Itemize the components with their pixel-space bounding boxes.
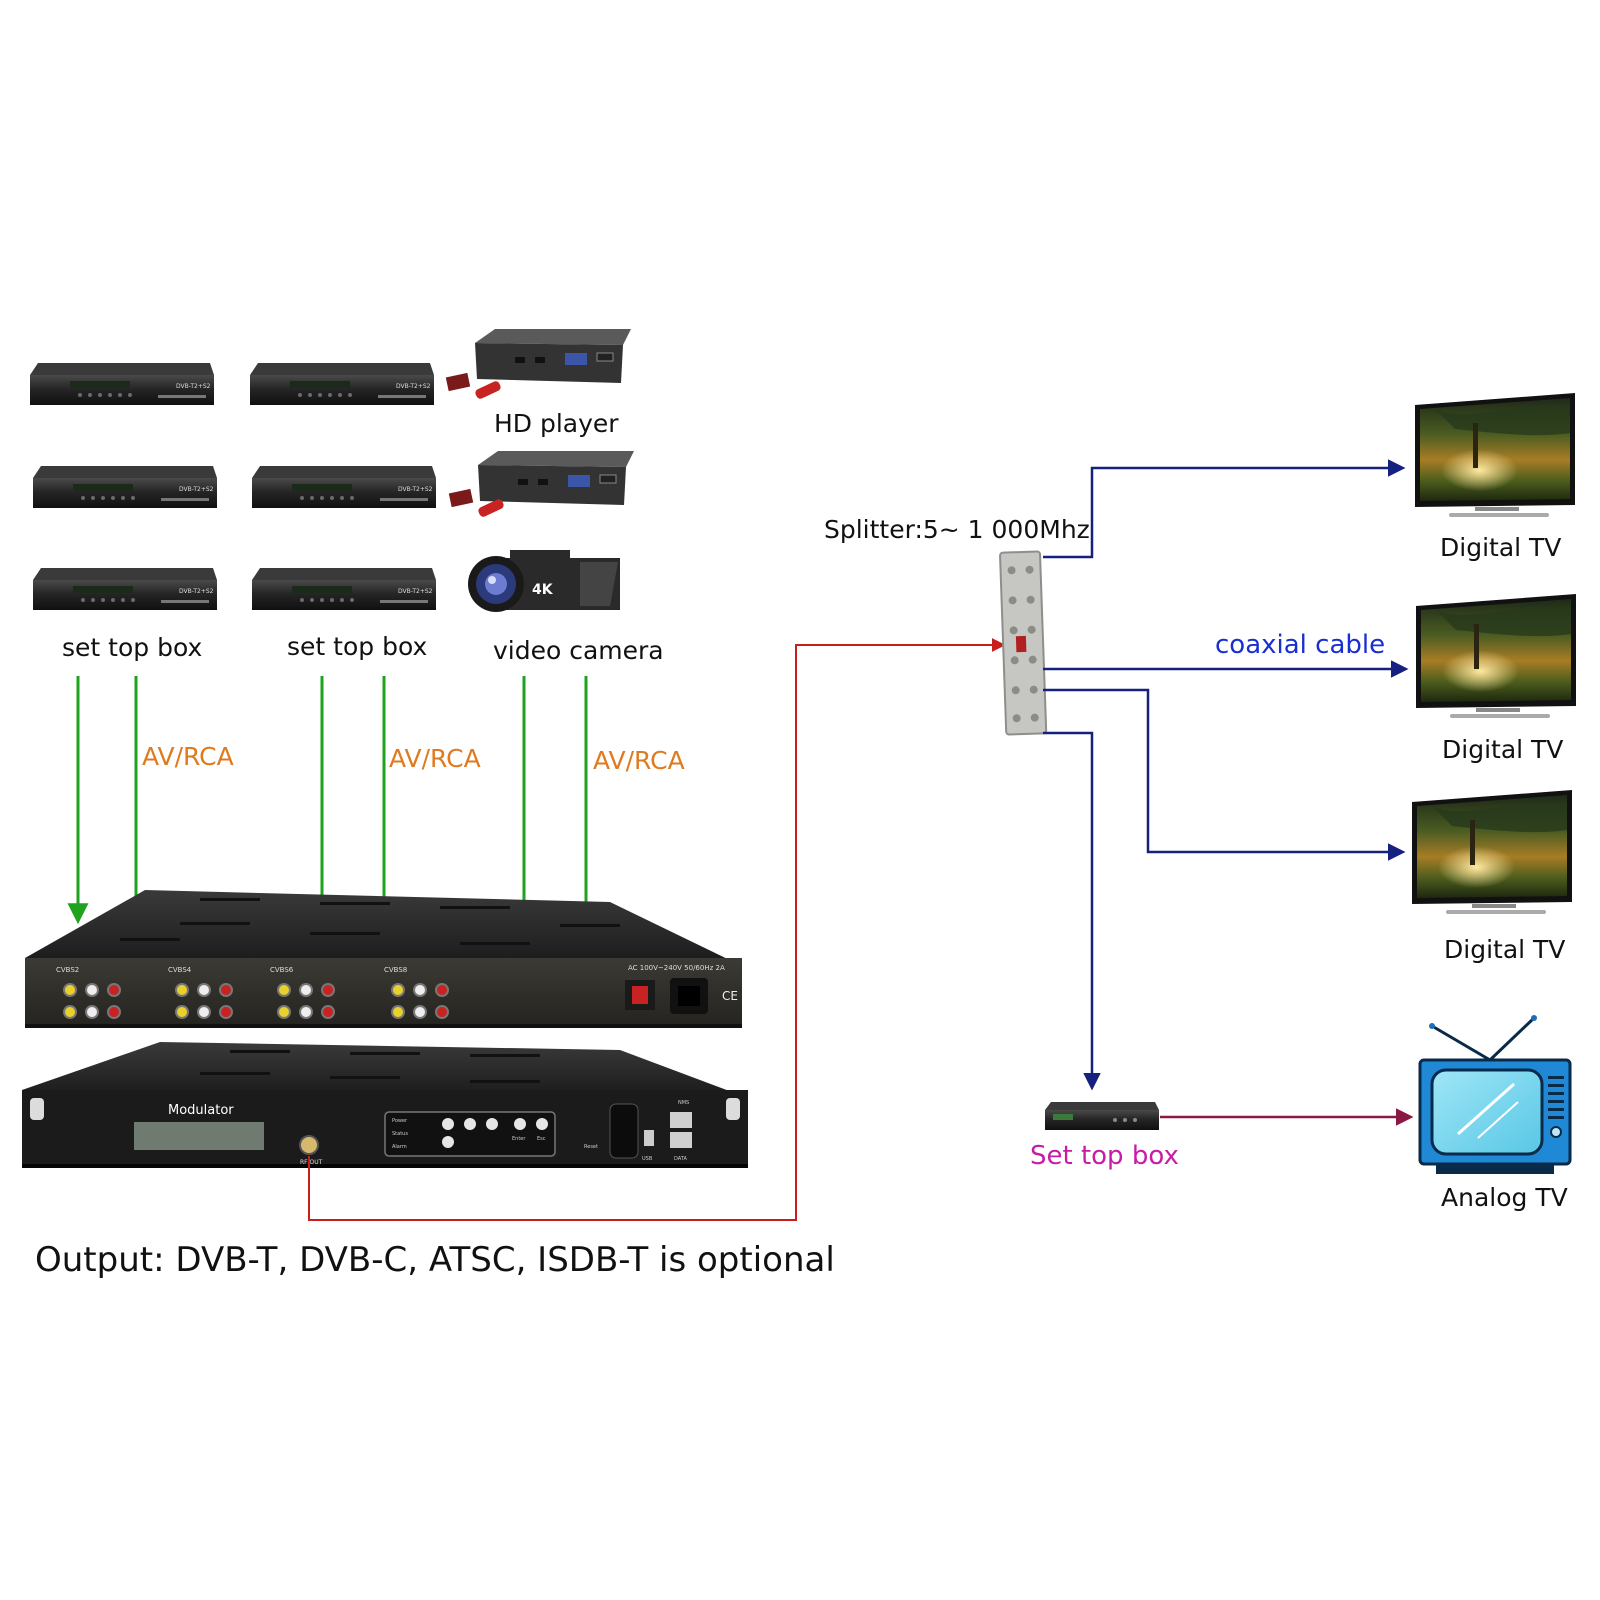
hd-player-1 — [445, 329, 631, 399]
cvbs-label: CVBS2 — [56, 966, 79, 974]
set-top-box-label-2: set top box — [287, 632, 428, 661]
av-rca-label-3: AV/RCA — [593, 746, 685, 775]
set-top-box-1: DVB-T2+S2 — [30, 363, 214, 405]
stb-badge: DVB-T2+S2 — [398, 486, 433, 493]
rf-output-cable — [308, 638, 1006, 1221]
alarm-led-label: Alarm — [392, 1144, 407, 1150]
stb-badge: DVB-T2+S2 — [396, 383, 431, 390]
coaxial-cable-label: coaxial cable — [1215, 630, 1386, 660]
set-top-box-6: DVB-T2+S2 — [252, 568, 436, 610]
status-led-label: Status — [392, 1131, 408, 1137]
esc-label: Esc — [537, 1136, 546, 1142]
rf-out-connector — [299, 1135, 319, 1155]
rf-out-label: RF OUT — [300, 1159, 323, 1166]
analog-tv-label: Analog TV — [1441, 1183, 1568, 1212]
power-switch — [632, 986, 648, 1004]
data-label: DATA — [674, 1156, 687, 1162]
rack-ear-left — [30, 1098, 44, 1120]
output-caption: Output: DVB-T, DVB-C, ATSC, ISDB-T is op… — [35, 1240, 835, 1280]
reset-label: Reset — [584, 1144, 598, 1150]
set-top-box-4: DVB-T2+S2 — [252, 466, 436, 508]
rca-jacks-group-1: CVBS2 — [56, 966, 121, 1019]
power-led-label: Power — [392, 1118, 408, 1124]
nms-label: NMS — [678, 1100, 689, 1106]
rca-jacks-group-2: CVBS4 — [168, 966, 233, 1019]
digital-tv-label-3: Digital TV — [1444, 935, 1566, 964]
digital-tv-1 — [1415, 393, 1575, 517]
digital-tv-label-2: Digital TV — [1442, 735, 1564, 764]
set-top-box-2: DVB-T2+S2 — [250, 363, 434, 405]
usb-label: USB — [642, 1156, 653, 1162]
hd-player-label: HD player — [494, 409, 619, 438]
data-port — [670, 1132, 692, 1148]
set-top-box-output-label: Set top box — [1030, 1141, 1179, 1171]
front-button-right — [486, 1118, 498, 1130]
ce-mark: CE — [722, 989, 738, 1003]
set-top-box-5: DVB-T2+S2 — [33, 568, 217, 610]
set-top-box-3: DVB-T2+S2 — [33, 466, 217, 508]
power-spec: AC 100V~240V 50/60Hz 2A — [628, 964, 725, 972]
hd-player-2 — [448, 451, 634, 517]
rack-ear-right — [726, 1098, 740, 1120]
stb-badge: DVB-T2+S2 — [179, 588, 214, 595]
av-rca-arrows — [67, 676, 597, 925]
nms-port — [670, 1112, 692, 1128]
set-top-box-output — [1045, 1102, 1159, 1130]
coax-to-digital-tv-3 — [1043, 688, 1406, 861]
usb-port — [644, 1130, 654, 1146]
modulator-title: Modulator — [168, 1103, 234, 1118]
camera-4k-badge: 4K — [532, 582, 554, 598]
front-button-enter — [514, 1118, 526, 1130]
set-top-box-label-1: set top box — [62, 633, 203, 662]
enter-label: Enter — [512, 1136, 526, 1142]
stb-badge: DVB-T2+S2 — [179, 486, 214, 493]
stb-badge: DVB-T2+S2 — [176, 383, 211, 390]
analog-tv — [1418, 1015, 1572, 1174]
coaxial-cables — [1043, 459, 1409, 1091]
front-button-left — [464, 1118, 476, 1130]
av-rca-label-2: AV/RCA — [389, 744, 481, 773]
video-camera: 4K — [468, 550, 620, 612]
cvbs-label: CVBS8 — [384, 966, 407, 974]
digital-tv-label-1: Digital TV — [1440, 533, 1562, 562]
splitter-label: Splitter:5~ 1 000Mhz — [824, 515, 1090, 544]
rca-jacks-group-4: CVBS8 — [384, 966, 449, 1019]
front-button-esc — [536, 1118, 548, 1130]
av-encoder-unit: CVBS2 CVBS4 CVBS6 CVBS8 — [25, 890, 742, 1028]
cvbs-label: CVBS4 — [168, 966, 192, 974]
cvbs-label: CVBS6 — [270, 966, 294, 974]
av-rca-label-1: AV/RCA — [142, 742, 234, 771]
splitter-device — [999, 550, 1048, 736]
rca-jacks-group-3: CVBS6 — [270, 966, 335, 1019]
video-camera-label: video camera — [493, 636, 664, 665]
digital-tv-3 — [1412, 790, 1572, 914]
coax-to-set-top-box — [1043, 731, 1101, 1091]
coax-to-digital-tv-1 — [1043, 459, 1406, 559]
stb-badge: DVB-T2+S2 — [398, 588, 433, 595]
front-button-down — [442, 1136, 454, 1148]
digital-tv-2 — [1416, 594, 1576, 718]
lcd-display — [134, 1122, 264, 1150]
front-button-up — [442, 1118, 454, 1130]
modulator-unit: Modulator RF OUT Power Status Alarm Ente… — [22, 1042, 748, 1168]
